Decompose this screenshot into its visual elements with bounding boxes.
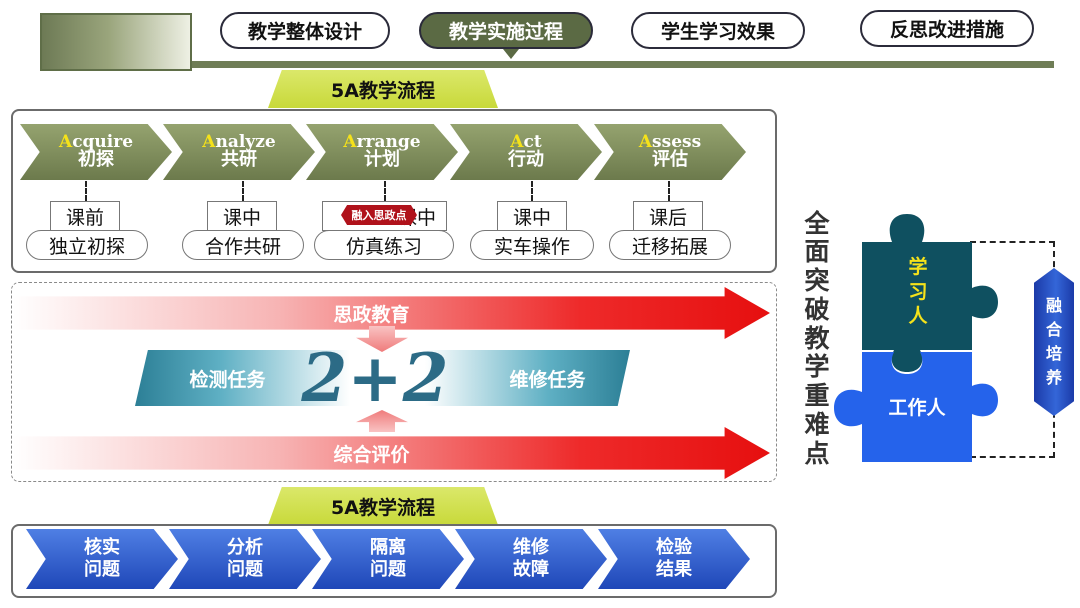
side-char: 合 xyxy=(1045,320,1062,339)
step-letter: A xyxy=(202,131,216,152)
puzzle-piece-top xyxy=(862,214,998,372)
nav-bar-line xyxy=(190,61,1054,68)
step-chevron-assess: Assess 评估 xyxy=(594,124,746,180)
nav-item-overall-design[interactable]: 教学整体设计 xyxy=(220,12,390,49)
step-en-rest: ssess xyxy=(652,131,702,152)
step-verify-problem: 核实 问题 xyxy=(26,529,178,589)
step-chevron-arrange: Arrange 计划 xyxy=(306,124,458,180)
ideology-tag: 融入思政点 xyxy=(341,205,417,225)
detection-task-banner: 检测任务 xyxy=(135,350,350,406)
activity-pill: 迁移拓展 xyxy=(609,230,731,260)
task-label: 维修任务 xyxy=(509,368,586,391)
connector xyxy=(668,181,670,201)
slogan-char: 全 xyxy=(804,208,830,238)
puzzle-top-label: 学 习 人 xyxy=(878,252,958,332)
puzzle-piece-bottom xyxy=(834,352,998,462)
step-line: 核实 xyxy=(84,537,120,559)
step-line: 隔离 xyxy=(370,537,406,559)
step-cn: 计划 xyxy=(364,149,400,171)
step-cn: 评估 xyxy=(652,149,688,171)
connector xyxy=(242,181,244,201)
puzzle-char: 人 xyxy=(908,305,928,328)
puzzle-char: 学 xyxy=(908,255,928,278)
slogan-char: 难 xyxy=(804,409,830,439)
step-analyze-problem: 分析 问题 xyxy=(169,529,321,589)
arrow-label: 思政教育 xyxy=(333,303,410,326)
step-cn: 行动 xyxy=(508,149,544,171)
step-line: 问题 xyxy=(370,559,406,580)
phase-box: 课中 xyxy=(207,201,277,231)
step-line: 维修 xyxy=(513,537,549,559)
step-line: 故障 xyxy=(513,559,549,580)
step-chevron-acquire: Acquire 初探 xyxy=(20,124,172,180)
step-cn: 初探 xyxy=(78,149,114,171)
slogan-char: 破 xyxy=(804,294,830,324)
flow-title-bottom: 5A教学流程 xyxy=(268,487,498,525)
step-line: 分析 xyxy=(227,537,263,559)
step-letter: A xyxy=(58,131,73,152)
nav-item-improvement[interactable]: 反思改进措施 xyxy=(860,10,1034,47)
repair-task-banner: 维修任务 xyxy=(425,350,630,406)
slogan-char: 面 xyxy=(804,237,830,267)
connector xyxy=(85,181,87,201)
slogan-char: 学 xyxy=(804,352,830,382)
step-isolate-problem: 隔离 问题 xyxy=(312,529,464,589)
step-line: 问题 xyxy=(227,559,263,580)
step-verify-result: 检验 结果 xyxy=(598,529,750,589)
two-plus-two-number: 2+2 xyxy=(301,339,449,417)
side-char: 培 xyxy=(1045,344,1062,363)
activity-pill: 合作共研 xyxy=(182,230,304,260)
nav-item-teaching-process[interactable]: 教学实施过程 xyxy=(419,12,593,49)
activity-pill: 实车操作 xyxy=(470,230,594,260)
integration-label: 融 合 培 养 xyxy=(1034,268,1074,416)
puzzle-bottom-label: 工作人 xyxy=(888,396,946,419)
nav-active-caret xyxy=(503,49,519,59)
puzzle-char: 习 xyxy=(908,280,928,303)
connector xyxy=(531,181,533,201)
side-char: 融 xyxy=(1045,296,1062,315)
task-label: 检测任务 xyxy=(189,368,266,391)
side-char: 养 xyxy=(1045,368,1062,387)
step-repair-fault: 维修 故障 xyxy=(455,529,607,589)
connector xyxy=(384,181,386,201)
slogan-char: 重 xyxy=(804,381,830,411)
logo-block xyxy=(40,13,192,71)
step-line: 结果 xyxy=(656,559,692,580)
vertical-slogan: 全 面 突 破 教 学 重 难 点 xyxy=(797,194,837,484)
step-en-rest: rrange xyxy=(356,131,421,152)
slogan-char: 教 xyxy=(804,323,830,353)
step-chevron-act: Act 行动 xyxy=(450,124,602,180)
puzzle-icon xyxy=(834,214,998,462)
step-chevron-analyze: Analyze 共研 xyxy=(163,124,315,180)
step-letter: A xyxy=(510,131,524,152)
nav-item-learning-effect[interactable]: 学生学习效果 xyxy=(631,12,805,49)
step-letter: A xyxy=(343,131,357,152)
phase-box: 课前 xyxy=(50,201,120,231)
step-line: 检验 xyxy=(656,537,692,559)
step-en-rest: ct xyxy=(523,131,542,152)
step-en-rest: cquire xyxy=(72,131,134,152)
activity-pill: 仿真练习 xyxy=(314,230,454,260)
step-line: 问题 xyxy=(84,559,120,580)
arrow-label: 综合评价 xyxy=(333,443,410,466)
phase-box: 课后 xyxy=(633,201,703,231)
step-cn: 共研 xyxy=(221,149,257,171)
slogan-char: 点 xyxy=(804,438,830,468)
slogan-char: 突 xyxy=(804,266,830,296)
step-letter: A xyxy=(638,131,653,152)
flow-title-top: 5A教学流程 xyxy=(268,70,498,108)
activity-pill: 独立初探 xyxy=(26,230,148,260)
phase-box: 课中 xyxy=(497,201,567,231)
step-en-rest: nalyze xyxy=(215,131,276,152)
